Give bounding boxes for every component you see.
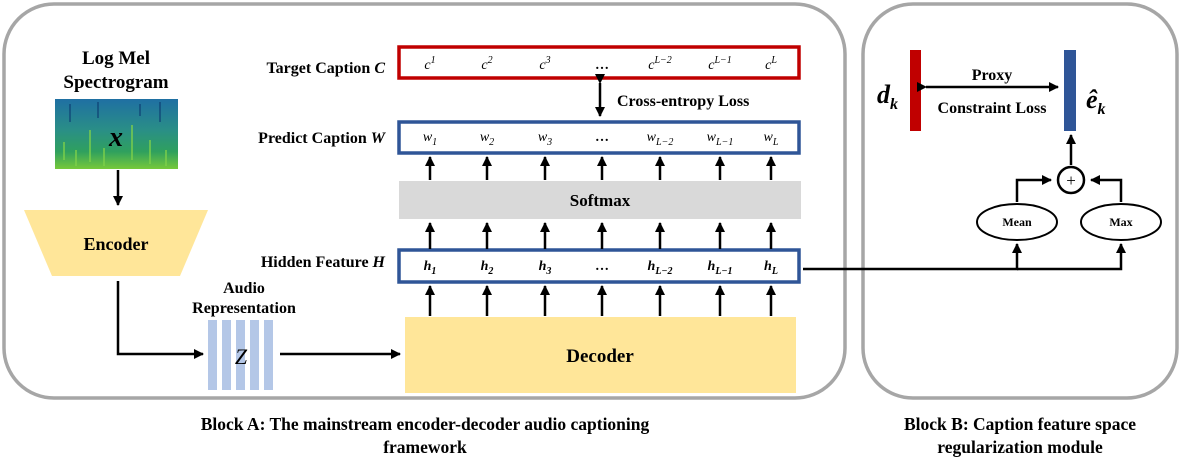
block-b-panel [861, 2, 1179, 400]
softmax-block [399, 181, 801, 219]
target-token-5: cL−1 [708, 55, 732, 73]
target-caption-tokens: c1 c2 c3 cL−2 cL−1 cL … [424, 55, 777, 73]
hidden-to-pooling-connector [803, 243, 1022, 271]
softmax-label: Softmax [570, 191, 631, 210]
predict-token-4: wL−2 [647, 130, 674, 148]
mean-node [976, 203, 1058, 241]
arrow-max-to-plus [1090, 175, 1123, 202]
predict-caption-tokens: w1 w2 w3 wL−2 wL−1 wL … [423, 130, 779, 148]
predict-token-1: w1 [423, 130, 437, 148]
target-token-3: c3 [539, 55, 550, 73]
e-k-bar [1064, 50, 1076, 131]
hidden-token-3: h3 [539, 259, 552, 277]
proxy-label-line1: Proxy [972, 67, 1013, 84]
predict-token-3: w3 [538, 130, 552, 148]
e-k-label: êk [1086, 85, 1106, 118]
mean-label: Mean [1002, 215, 1032, 229]
target-token-1: c1 [424, 55, 435, 73]
hidden-feature-tokens: h1 h2 h3 hL−2 hL−1 hL … [424, 259, 778, 277]
block-a-panel [2, 2, 847, 400]
target-ellipsis: … [595, 58, 609, 73]
target-token-4: cL−2 [648, 55, 672, 73]
audio-representation-line2: Representation [192, 300, 296, 317]
max-node [1080, 203, 1162, 241]
plus-symbol: + [1066, 171, 1076, 190]
target-token-2: c2 [481, 55, 492, 73]
encoder-label: Encoder [84, 234, 149, 254]
predict-token-5: wL−1 [707, 130, 734, 148]
connector-to-max [1017, 243, 1126, 271]
proxy-label-line2: Constraint Loss [938, 100, 1047, 117]
predict-caption-box [397, 120, 801, 155]
encoder-block [24, 210, 208, 276]
target-token-6: cL [765, 55, 777, 73]
hidden-token-2: h2 [481, 259, 494, 277]
block-b-caption-line1: Block B: Caption feature space [903, 414, 1137, 434]
hidden-token-5: hL−1 [708, 259, 733, 277]
block-b-caption: Block B: Caption feature space regulariz… [868, 413, 1172, 459]
decoder-block [405, 317, 796, 393]
representation-variable: Z [235, 344, 248, 369]
spectrogram-variable: x [108, 122, 123, 153]
column-arrows [425, 156, 776, 316]
audio-representation-line1: Audio [223, 280, 265, 297]
block-b-caption-line2: regularization module [937, 437, 1103, 457]
hidden-feature-box [397, 248, 801, 284]
arrow-mean-to-plus [1015, 175, 1052, 202]
block-a-caption-line2: framework [383, 437, 467, 457]
max-label: Max [1109, 215, 1132, 229]
d-k-label: dk [877, 80, 898, 113]
hidden-feature-label: Hidden Feature H [261, 254, 386, 271]
predict-token-2: w2 [480, 130, 494, 148]
hidden-token-6: hL [764, 259, 778, 277]
predict-token-6: wL [764, 130, 779, 148]
audio-representation-stripes [208, 320, 273, 390]
plus-node [1056, 165, 1086, 195]
decoder-label: Decoder [566, 346, 634, 367]
block-a-caption: Block A: The mainstream encoder-decoder … [40, 413, 810, 459]
spectrogram-title-line2: Spectrogram [63, 72, 168, 93]
arrow-encoder-to-representation [116, 281, 204, 359]
target-caption-label: Target Caption C [266, 60, 385, 77]
hidden-ellipsis: … [595, 259, 609, 274]
hidden-token-1: h1 [424, 259, 437, 277]
predict-caption-label: Predict Caption W [258, 130, 387, 147]
cross-entropy-label: Cross-entropy Loss [617, 93, 749, 110]
block-a-caption-line1: Block A: The mainstream encoder-decoder … [200, 414, 650, 434]
d-k-bar [910, 50, 921, 131]
spectrogram-title-line1: Log Mel [82, 48, 150, 69]
spectrogram-image [55, 99, 178, 169]
hidden-token-4: hL−2 [648, 259, 673, 277]
predict-ellipsis: … [595, 130, 609, 145]
